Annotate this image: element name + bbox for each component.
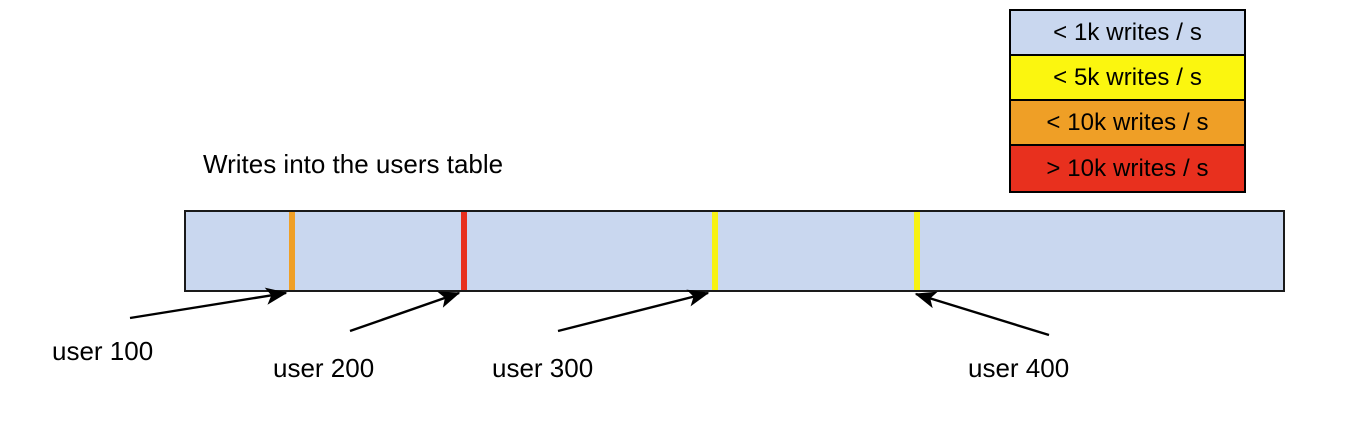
legend-label-under-10k: < 10k writes / s xyxy=(1046,108,1209,136)
pointer-label-user-400: user 400 xyxy=(968,353,1070,383)
user-100-arrow xyxy=(129,287,288,320)
user-400-arrow xyxy=(914,291,1050,337)
legend-row-under-10k: < 10k writes / s xyxy=(1011,101,1244,146)
user-300-arrow xyxy=(557,289,710,333)
legend-row-over-10k: > 10k writes / s xyxy=(1011,146,1244,191)
user-100-stripe xyxy=(289,212,295,290)
legend: < 1k writes / s < 5k writes / s < 10k wr… xyxy=(1009,9,1246,193)
user-200-arrow xyxy=(349,291,461,333)
legend-label-under-1k: < 1k writes / s xyxy=(1053,18,1202,46)
legend-label-under-5k: < 5k writes / s xyxy=(1053,63,1202,91)
legend-row-under-5k: < 5k writes / s xyxy=(1011,56,1244,101)
pointer-label-user-200: user 200 xyxy=(273,353,375,383)
users-table-band xyxy=(184,210,1285,292)
user-200-stripe xyxy=(461,212,467,290)
legend-label-over-10k: > 10k writes / s xyxy=(1046,154,1209,182)
user-400-stripe xyxy=(914,212,920,290)
legend-row-under-1k: < 1k writes / s xyxy=(1011,11,1244,56)
chart-title: Writes into the users table xyxy=(203,149,504,179)
pointer-label-user-100: user 100 xyxy=(52,336,154,366)
user-300-stripe xyxy=(712,212,718,290)
pointer-label-user-300: user 300 xyxy=(492,353,594,383)
